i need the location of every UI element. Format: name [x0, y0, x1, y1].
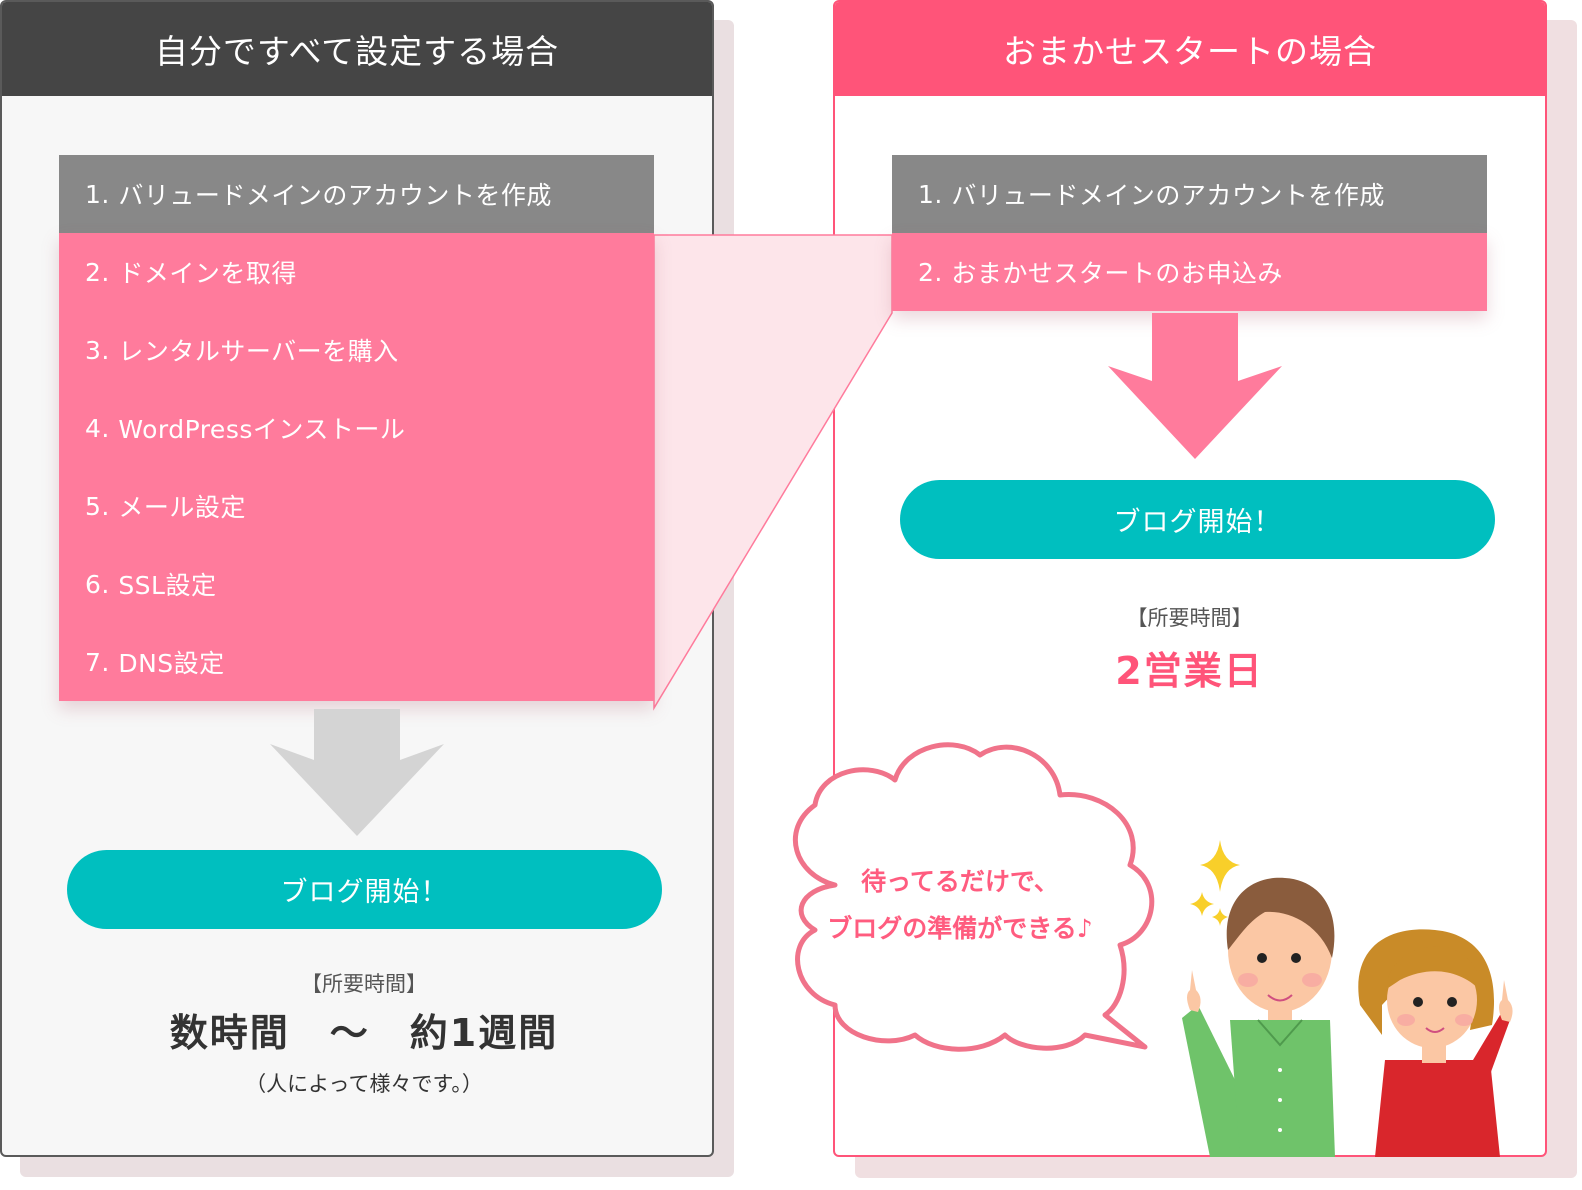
step-label: WordPressインストール — [118, 415, 406, 444]
diy-step-4: 4. WordPressインストール — [59, 389, 654, 467]
required-time-value: 2営業日 — [1115, 649, 1264, 693]
step-label: DNS設定 — [118, 649, 225, 678]
step-label: メール設定 — [118, 493, 246, 522]
step-label: SSL設定 — [118, 571, 217, 600]
step-label: レンタルサーバーを購入 — [118, 337, 399, 366]
required-time-value: 数時間 〜 約1週間 — [169, 1011, 559, 1055]
required-time-label: 【所要時間】 — [301, 972, 427, 996]
step-number: 5. — [85, 491, 110, 521]
man-figure — [1182, 877, 1335, 1157]
bubble-line-1: 待ってるだけで、 — [861, 867, 1059, 896]
arrow-down-icon — [1108, 313, 1282, 459]
start-blog-button[interactable]: ブログ開始！ — [900, 480, 1495, 559]
omakase-steps-list: 1. バリュードメインのアカウントを作成 2. おまかせスタートのお申込み — [892, 155, 1487, 311]
step-number: 7. — [85, 647, 110, 677]
step-number: 2. — [918, 257, 943, 287]
required-time-note: （人によって様々です。） — [245, 1072, 483, 1096]
step-label: バリュードメインのアカウントを作成 — [951, 181, 1385, 210]
speech-bubble-text: 待ってるだけで、 ブログの準備ができる♪ — [790, 858, 1130, 952]
diy-steps-list: 1. バリュードメインのアカウントを作成 2. ドメインを取得 3. レンタルサ… — [59, 155, 654, 701]
diy-step-5: 5. メール設定 — [59, 467, 654, 545]
sparkle-icon — [1190, 840, 1240, 926]
diy-step-6: 6. SSL設定 — [59, 545, 654, 623]
omakase-panel-title: おまかせスタートの場合 — [835, 2, 1545, 96]
step-number: 2. — [85, 257, 110, 287]
step-number: 3. — [85, 335, 110, 365]
step-label: バリュードメインのアカウントを作成 — [118, 181, 552, 210]
step-number: 1. — [918, 179, 943, 209]
omakase-apply-step-group: 2. おまかせスタートのお申込み — [892, 233, 1487, 311]
required-time-label: 【所要時間】 — [1126, 606, 1253, 630]
start-blog-button[interactable]: ブログ開始！ — [67, 850, 662, 929]
diy-step-7: 7. DNS設定 — [59, 623, 654, 701]
step-number: 6. — [85, 569, 110, 599]
diy-step-2: 2. ドメインを取得 — [59, 233, 654, 311]
omakase-step-1: 1. バリュードメインのアカウントを作成 — [892, 155, 1487, 233]
bubble-line-2: ブログの準備ができる♪ — [827, 914, 1093, 943]
step-label: ドメインを取得 — [118, 259, 297, 288]
omakase-step-2: 2. おまかせスタートのお申込み — [892, 233, 1487, 311]
step-number: 1. — [85, 179, 110, 209]
woman-figure — [1358, 929, 1513, 1157]
couple-illustration-icon — [1182, 840, 1513, 1157]
speech-bubble-icon — [792, 742, 1155, 1052]
diy-step-3: 3. レンタルサーバーを購入 — [59, 311, 654, 389]
step-label: おまかせスタートのお申込み — [951, 259, 1283, 288]
step-number: 4. — [85, 413, 110, 443]
diy-manual-steps-group: 2. ドメインを取得 3. レンタルサーバーを購入 4. WordPressイン… — [59, 233, 654, 701]
diy-panel-title: 自分ですべて設定する場合 — [2, 2, 712, 96]
arrow-down-icon — [270, 709, 444, 836]
diy-step-1: 1. バリュードメインのアカウントを作成 — [59, 155, 654, 233]
